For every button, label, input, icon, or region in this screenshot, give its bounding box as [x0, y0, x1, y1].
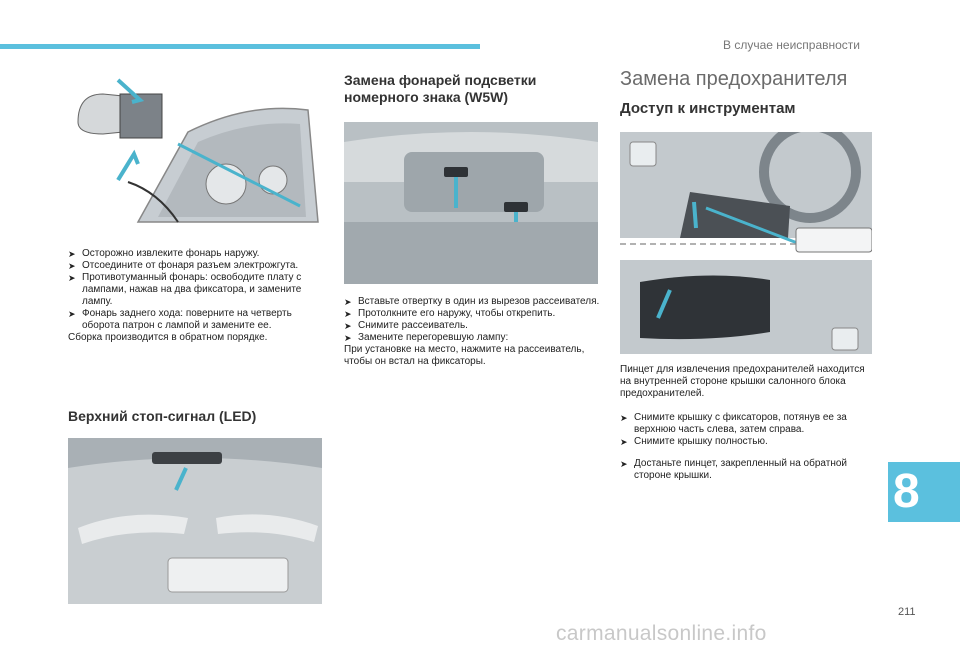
tools-access-heading: Доступ к инструментам: [620, 100, 796, 117]
fuse-intro: Пинцет для извлечения предохранителей на…: [620, 364, 865, 399]
tail-light-illustration: [68, 72, 322, 232]
list-item: ➤Вставьте отвертку в один из вырезов рас…: [344, 296, 600, 307]
list-item: ➤Противотуманный фонарь: освободите плат…: [68, 272, 302, 307]
chapter-number: 8: [893, 465, 920, 518]
list-item: ➤Осторожно извлеките фонарь наружу.: [68, 248, 260, 259]
list-item: ➤Снимите крышку полностью.: [620, 436, 768, 447]
bullet-icon: ➤: [344, 321, 352, 331]
fuse-section-title: Замена предохранителя: [620, 68, 848, 90]
section-header: В случае неисправности: [723, 38, 860, 52]
bullet-icon: ➤: [68, 249, 76, 259]
bullet-icon: ➤: [620, 437, 628, 447]
page-number: 211: [898, 606, 916, 618]
accent-bar: [0, 44, 480, 49]
bullet-icon: ➤: [620, 413, 628, 423]
plate-light-heading-line1: Замена фонарей подсветки: [344, 72, 537, 88]
bullet-icon: ➤: [68, 273, 76, 283]
bullet-icon: ➤: [620, 459, 628, 469]
list-item: ➤Отсоедините от фонаря разъем электрожгу…: [68, 260, 299, 271]
bullet-icon: ➤: [344, 309, 352, 319]
list-item: ➤Фонарь заднего хода: поверните на четве…: [68, 308, 292, 331]
bullet-icon: ➤: [68, 309, 76, 319]
fuse-steps-b: ➤Достаньте пинцет, закрепленный на обрат…: [620, 458, 872, 482]
bullet-icon: ➤: [344, 333, 352, 343]
taillight-steps: ➤Осторожно извлеките фонарь наружу. ➤Отс…: [68, 248, 322, 344]
list-item: ➤Снимите крышку с фиксаторов, потянув ее…: [620, 412, 847, 435]
assembly-note: Сборка производится в обратном порядке.: [68, 332, 268, 343]
bullet-icon: ➤: [344, 297, 352, 307]
plate-light-steps: ➤Вставьте отвертку в один из вырезов рас…: [344, 296, 600, 368]
plate-light-heading: Замена фонарей подсветки номерного знака…: [344, 72, 604, 106]
list-item: ➤Достаньте пинцет, закрепленный на обрат…: [620, 458, 847, 481]
bullet-icon: ➤: [68, 261, 76, 271]
glovebox-fuse-photo: [620, 132, 872, 354]
installation-note: При установке на место, нажмите на рассе…: [344, 344, 585, 367]
list-item: ➤Протолкните его наружу, чтобы открепить…: [344, 308, 556, 319]
fuse-steps-a: ➤Снимите крышку с фиксаторов, потянув ее…: [620, 412, 872, 448]
license-plate-light-photo: [344, 122, 598, 284]
list-item: ➤Замените перегоревшую лампу:: [344, 332, 509, 343]
brake-light-photo: [68, 438, 322, 604]
chapter-tab: [888, 462, 960, 522]
watermark: carmanualsonline.info: [556, 622, 767, 645]
list-item: ➤Снимите рассеиватель.: [344, 320, 468, 331]
plate-light-heading-line2: номерного знака (W5W): [344, 89, 509, 105]
brake-light-heading: Верхний стоп-сигнал (LED): [68, 408, 257, 424]
